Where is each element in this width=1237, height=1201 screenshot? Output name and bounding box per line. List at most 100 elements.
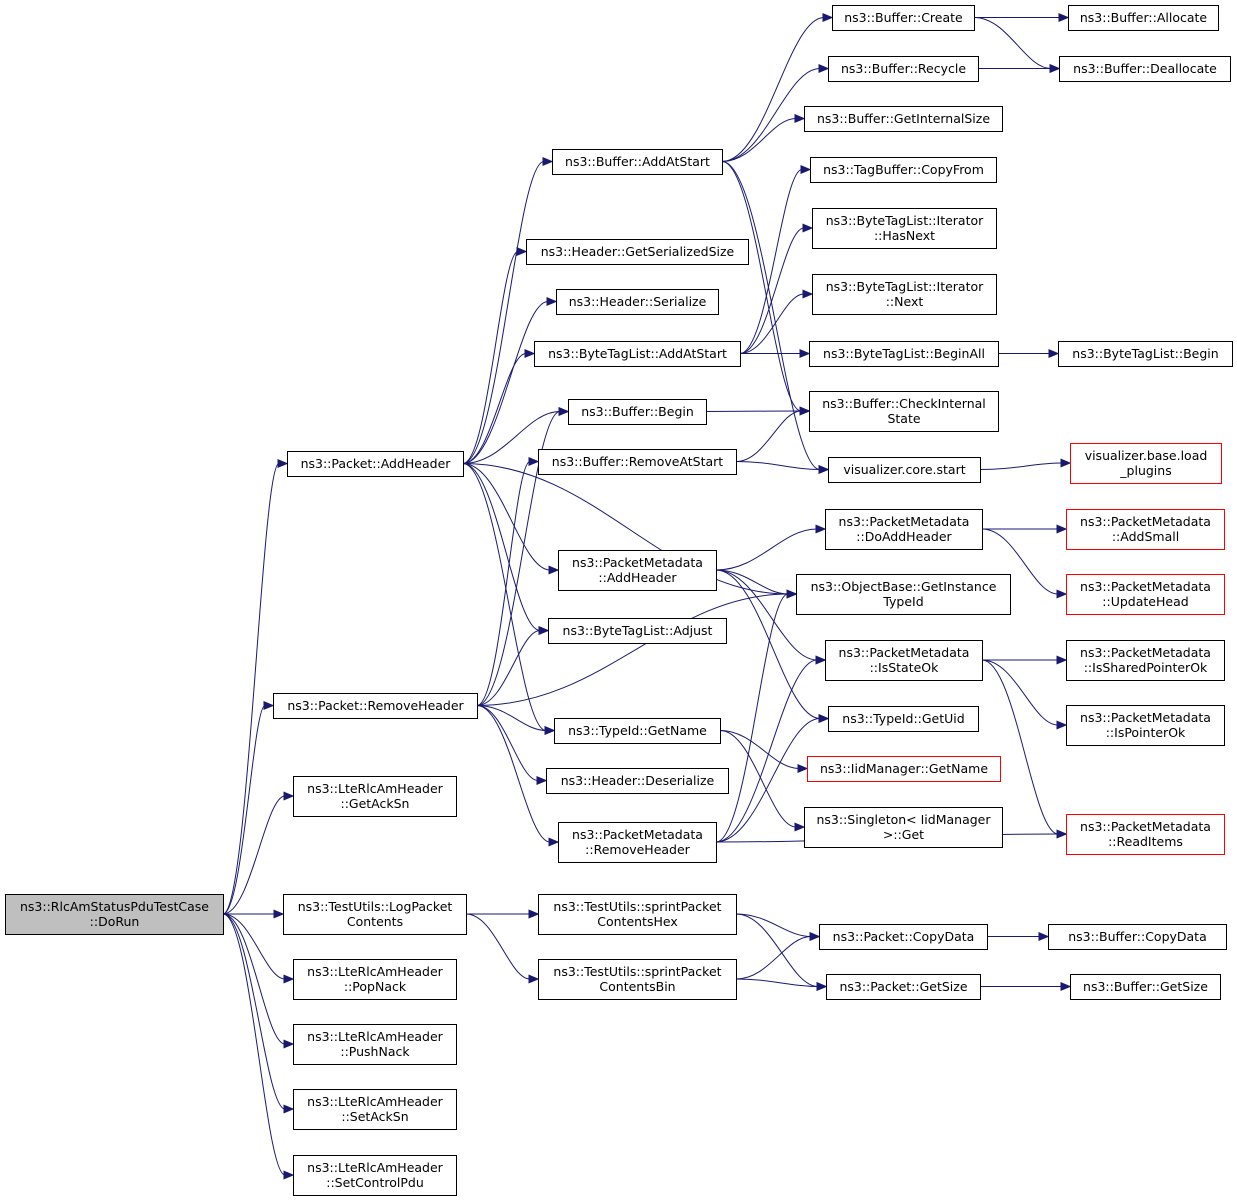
node-buf-begin[interactable]: ns3::Buffer::Begin (568, 399, 707, 425)
node-pmadd-small[interactable]: ns3::PacketMetadata::AddSmall (1066, 509, 1225, 550)
node-label: ::ReadItems (1108, 834, 1183, 849)
node-buf-get-internal-size[interactable]: ns3::Buffer::GetInternalSize (804, 106, 1003, 132)
edge-arrowhead (516, 246, 528, 257)
edge-line (476, 705, 551, 843)
edge-pmis-state-ok-to-pmis-shared-pointer-ok (982, 655, 1068, 665)
edge-add-header-to-buf-add-at-start (462, 156, 554, 464)
node-type-id-get-uid[interactable]: ns3::TypeId::GetUid (828, 706, 979, 732)
edge-arrowhead (277, 458, 289, 469)
node-btladd-at-start[interactable]: ns3::ByteTagList::AddAtStart (534, 341, 741, 367)
node-box (812, 208, 997, 249)
edge-line (735, 978, 819, 987)
node-label: ns3::PacketMetadata (839, 645, 970, 660)
node-add-header[interactable]: ns3::Packet::AddHeader (287, 451, 464, 477)
node-set-ack-sn[interactable]: ns3::LteRlcAmHeader::SetAckSn (293, 1089, 457, 1130)
node-box (558, 550, 717, 591)
node-pmdo-add-header[interactable]: ns3::PacketMetadata::DoAddHeader (825, 509, 983, 550)
edge-arrowhead (1056, 655, 1068, 665)
edge-line (476, 705, 539, 781)
node-box (538, 959, 737, 1000)
node-vis-load-plugins[interactable]: visualizer.base.load_plugins (1070, 443, 1222, 484)
edge-arrowhead (822, 12, 834, 23)
edge-arrowhead (802, 223, 814, 233)
node-buf-get-size[interactable]: ns3::Buffer::GetSize (1070, 974, 1221, 1000)
node-buf-copy-data[interactable]: ns3::Buffer::CopyData (1048, 924, 1227, 950)
node-btlbegin[interactable]: ns3::ByteTagList::Begin (1058, 341, 1233, 367)
node-label: ::PopNack (344, 979, 407, 994)
edge-arrowhead (809, 931, 821, 942)
node-tag-buf-copy-from[interactable]: ns3::TagBuffer::CopyFrom (810, 157, 997, 183)
edge-arrowhead (1049, 63, 1061, 74)
node-hdr-serialize[interactable]: ns3::Header::Serialize (556, 289, 719, 315)
node-hdr-deserialize[interactable]: ns3::Header::Deserialize (546, 768, 729, 794)
edge-line (979, 462, 1063, 470)
edge-line (739, 293, 805, 354)
node-label: ns3::PacketMetadata (839, 514, 970, 529)
node-pmread-items[interactable]: ns3::PacketMetadata::ReadItems (1066, 814, 1225, 855)
node-buf-create[interactable]: ns3::Buffer::Create (832, 5, 975, 31)
edge-remove-header-to-obj-get-instance-type-id (476, 589, 798, 706)
node-label: ::SetControlPdu (326, 1175, 424, 1190)
node-pmis-pointer-ok[interactable]: ns3::PacketMetadata::IsPointerOk (1066, 705, 1225, 746)
node-box (1068, 5, 1219, 31)
node-box (293, 1155, 457, 1196)
node-label: ns3::Buffer::Deallocate (1073, 61, 1217, 76)
node-box (5, 894, 224, 935)
node-pkt-get-size[interactable]: ns3::Packet::GetSize (826, 974, 981, 1000)
node-box (1066, 574, 1225, 615)
node-get-ack-sn[interactable]: ns3::LteRlcAmHeader::GetAckSn (293, 776, 457, 817)
node-pop-nack[interactable]: ns3::LteRlcAmHeader::PopNack (293, 959, 457, 1000)
node-pkt-copy-data[interactable]: ns3::Packet::CopyData (819, 924, 988, 950)
node-label: ns3::Buffer::Allocate (1080, 10, 1208, 25)
node-pmupdate-head[interactable]: ns3::PacketMetadata::UpdateHead (1066, 574, 1225, 615)
edge-line (222, 463, 280, 915)
node-singleton-get[interactable]: ns3::Singleton< IidManager>::Get (804, 807, 1003, 848)
node-push-nack[interactable]: ns3::LteRlcAmHeader::PushNack (293, 1024, 457, 1065)
node-label: ns3::TagBuffer::CopyFrom (823, 162, 984, 177)
node-pmadd-header[interactable]: ns3::PacketMetadata::AddHeader (558, 550, 717, 591)
edge-pmadd-header-to-pmdo-add-header (715, 524, 827, 571)
edge-sprint-hex-to-pkt-get-size (735, 913, 828, 992)
node-hdr-get-ser-size[interactable]: ns3::Header::GetSerializedSize (526, 239, 749, 265)
node-label: ns3::PacketMetadata (1080, 579, 1211, 594)
node-vis-core-start[interactable]: visualizer.core.start (828, 457, 981, 483)
node-pmremove-header[interactable]: ns3::PacketMetadata::RemoveHeader (558, 822, 717, 863)
node-type-id-get-name[interactable]: ns3::TypeId::GetName (554, 718, 721, 744)
node-pmis-state-ok[interactable]: ns3::PacketMetadata::IsStateOk (825, 640, 983, 681)
node-remove-header[interactable]: ns3::Packet::RemoveHeader (273, 693, 478, 719)
node-set-control-pdu[interactable]: ns3::LteRlcAmHeader::SetControlPdu (293, 1155, 457, 1196)
node-label: ::AddSmall (1112, 529, 1179, 544)
node-iid-mgr-get-name[interactable]: ns3::IidManager::GetName (807, 756, 1001, 782)
node-pmis-shared-pointer-ok[interactable]: ns3::PacketMetadata::IsSharedPointerOk (1066, 640, 1225, 681)
node-label: ns3::Packet::CopyData (833, 929, 975, 944)
edge-line (719, 730, 797, 828)
node-label: ns3::PacketMetadata (1080, 514, 1211, 529)
edge-arrowhead (528, 974, 540, 984)
node-label: ns3::LteRlcAmHeader (307, 964, 443, 979)
node-label: ns3::LteRlcAmHeader (307, 781, 443, 796)
node-buf-allocate[interactable]: ns3::Buffer::Allocate (1068, 5, 1219, 31)
node-label: ns3::TestUtils::LogPacket (298, 899, 453, 914)
edge-do-run-to-get-ack-sn (222, 791, 295, 915)
node-buf-recycle[interactable]: ns3::Buffer::Recycle (828, 56, 979, 82)
node-do-run[interactable]: ns3::RlcAmStatusPduTestCase::DoRun (5, 894, 224, 935)
node-box (825, 509, 983, 550)
node-label: ::PushNack (340, 1044, 410, 1059)
node-buf-remove-at-start[interactable]: ns3::Buffer::RemoveAtStart (538, 449, 737, 475)
edge-sprint-bin-to-pkt-get-size (735, 978, 828, 992)
node-label: ns3::TestUtils::sprintPacket (553, 964, 721, 979)
node-box (828, 706, 979, 732)
node-buf-add-at-start[interactable]: ns3::Buffer::AddAtStart (552, 149, 723, 175)
node-buf-deallocate[interactable]: ns3::Buffer::Deallocate (1059, 56, 1231, 82)
node-btladjust[interactable]: ns3::ByteTagList::Adjust (548, 618, 727, 644)
node-btlit-next[interactable]: ns3::ByteTagList::Iterator::Next (812, 274, 997, 315)
edge-buf-begin-to-buf-check-internal-state (705, 406, 811, 416)
edge-line (735, 936, 812, 980)
node-btlbegin-all[interactable]: ns3::ByteTagList::BeginAll (809, 341, 999, 367)
node-btlit-has-next[interactable]: ns3::ByteTagList::Iterator::HasNext (812, 208, 997, 249)
